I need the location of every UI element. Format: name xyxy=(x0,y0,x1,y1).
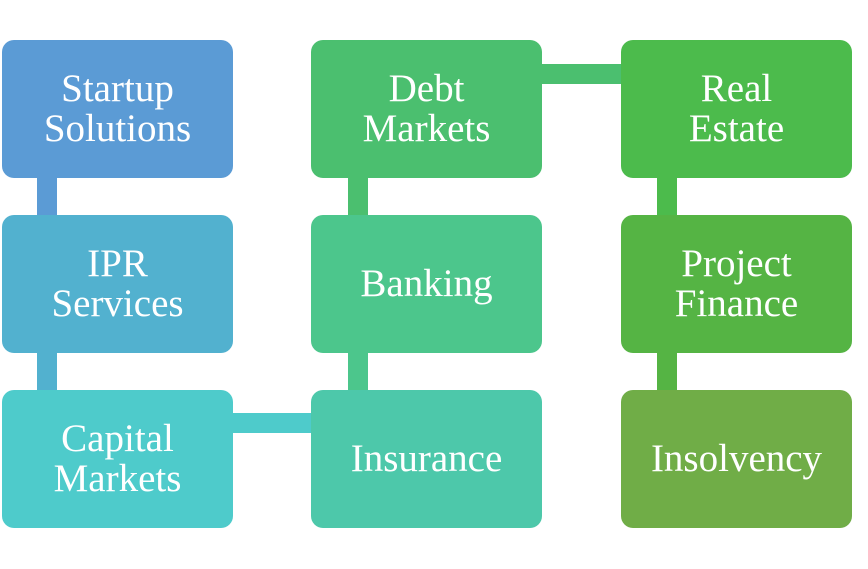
node-label: Banking xyxy=(360,262,493,305)
connector-insurance-banking xyxy=(348,353,368,390)
node-ipr-services: IPR Services xyxy=(2,215,233,353)
node-label: Capital Markets xyxy=(53,417,182,500)
node-label: Insolvency xyxy=(650,437,823,480)
node-banking: Banking xyxy=(311,215,542,353)
connector-project-insolvency xyxy=(657,353,677,390)
node-debt-markets: Debt Markets xyxy=(311,40,542,178)
node-label: Real Estate xyxy=(688,67,785,150)
node-real-estate: Real Estate xyxy=(621,40,852,178)
node-capital-markets: Capital Markets xyxy=(2,390,233,528)
connector-ipr-capital xyxy=(37,353,57,390)
connector-banking-debt xyxy=(348,178,368,215)
node-label: IPR Services xyxy=(51,242,184,325)
node-label: Insurance xyxy=(350,437,503,480)
connector-realestate-project xyxy=(657,178,677,215)
node-label: Debt Markets xyxy=(362,67,491,150)
node-project-finance: Project Finance xyxy=(621,215,852,353)
node-label: Startup Solutions xyxy=(43,67,192,150)
node-label: Project Finance xyxy=(674,242,799,325)
node-startup-solutions: Startup Solutions xyxy=(2,40,233,178)
connector-debt-realestate xyxy=(542,64,621,84)
connector-capital-insurance xyxy=(233,413,311,433)
node-insolvency: Insolvency xyxy=(621,390,852,528)
connector-startup-ipr xyxy=(37,178,57,215)
node-insurance: Insurance xyxy=(311,390,542,528)
